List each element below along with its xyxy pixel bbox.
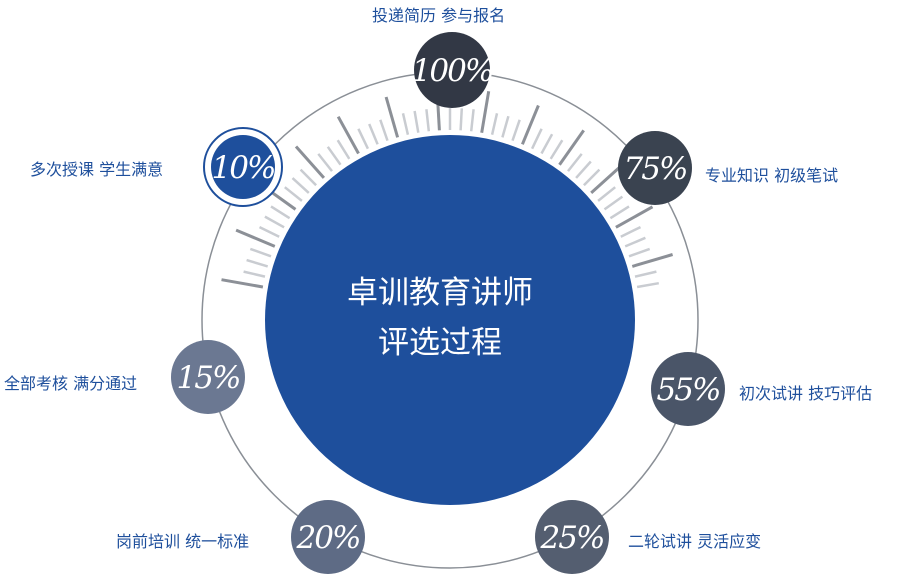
tick-mark xyxy=(235,228,276,248)
node-percent: 100% xyxy=(412,53,493,89)
tick-mark xyxy=(294,145,326,179)
tick-mark xyxy=(603,195,624,211)
node-disc xyxy=(291,500,365,574)
tick-mark xyxy=(480,90,491,133)
step-node-assess: 15% xyxy=(171,340,245,414)
tick-mark xyxy=(270,205,291,220)
tick-mark xyxy=(583,168,601,187)
tick-mark xyxy=(336,115,360,155)
node-disc xyxy=(211,135,275,199)
tick-mark xyxy=(540,133,554,155)
node-percent: 20% xyxy=(296,520,360,556)
tick-mark xyxy=(558,129,585,166)
label-second: 二轮试讲 灵活应变 xyxy=(628,532,762,551)
tick-mark xyxy=(291,177,310,194)
tick-mark xyxy=(624,236,646,248)
tick-mark xyxy=(379,119,389,142)
label-assess: 全部考核 满分通过 xyxy=(4,374,138,393)
node-percent: 25% xyxy=(540,520,604,556)
node-percent: 10% xyxy=(212,150,275,186)
tick-mark xyxy=(459,108,464,131)
tick-mark xyxy=(317,153,333,172)
tick-mark xyxy=(368,123,379,145)
tick-mark xyxy=(511,119,521,142)
tick-mark xyxy=(590,163,624,195)
tick-mark xyxy=(384,96,400,138)
node-disc xyxy=(535,500,609,574)
tick-mark xyxy=(357,128,370,150)
node-disc xyxy=(414,32,490,108)
tick-mark xyxy=(326,146,342,166)
tick-mark xyxy=(530,128,543,150)
step-node-signup: 100% xyxy=(412,32,495,108)
tick-mark xyxy=(469,109,475,132)
tick-mark xyxy=(620,225,642,238)
label-standard: 岗前培训 统一标准 xyxy=(116,532,250,551)
node-percent: 75% xyxy=(624,151,687,187)
tick-mark xyxy=(284,186,303,202)
tick-mark xyxy=(636,281,660,289)
tick-mark xyxy=(490,113,499,135)
tick-mark xyxy=(634,270,657,278)
node-disc xyxy=(618,131,692,205)
step-node-standard: 20% xyxy=(291,500,365,574)
step-node-second: 25% xyxy=(535,500,609,574)
label-signup: 投递简历 参与报名 xyxy=(372,6,506,25)
tick-mark xyxy=(425,109,431,132)
tick-mark xyxy=(413,110,420,133)
tick-mark xyxy=(597,186,616,202)
tick-mark xyxy=(609,205,630,220)
step-node-exam: 75% xyxy=(618,131,692,205)
label-exam: 专业知识 初级笔试 xyxy=(705,166,839,185)
tick-mark xyxy=(628,247,651,258)
tick-mark xyxy=(501,115,510,138)
tick-mark xyxy=(549,139,564,160)
tick-mark xyxy=(631,253,674,268)
center-title: 卓训教育讲师 评选过程 xyxy=(270,268,610,368)
tick-marks xyxy=(221,88,674,289)
tick-mark xyxy=(243,270,266,278)
step-node-trial: 55% xyxy=(651,352,725,426)
tick-mark xyxy=(615,205,654,229)
node-disc xyxy=(651,352,725,426)
tick-mark xyxy=(575,160,592,179)
tick-mark xyxy=(221,278,264,289)
tick-mark xyxy=(521,104,540,145)
node-percent: 55% xyxy=(657,372,720,408)
label-teach: 多次授课 学生满意 xyxy=(30,160,164,179)
tick-mark xyxy=(567,153,583,172)
node-disc xyxy=(171,340,245,414)
label-trial: 初次试讲 技巧评估 xyxy=(739,384,873,403)
tick-mark xyxy=(249,247,272,258)
tick-mark xyxy=(401,113,410,135)
node-percent: 15% xyxy=(177,360,240,396)
center-title-line2: 评选过程 xyxy=(378,325,502,361)
tick-mark xyxy=(246,258,269,268)
step-nodes: 100% 75% 55% 25% 20% 15% 10% xyxy=(171,32,725,574)
center-title-line1: 卓训教育讲师 xyxy=(347,275,533,311)
step-node-teach: 10% xyxy=(203,127,283,207)
tick-mark xyxy=(264,215,285,229)
tick-mark xyxy=(336,139,351,160)
tick-mark xyxy=(299,168,317,187)
center-disc xyxy=(265,135,635,505)
tick-mark xyxy=(258,225,280,238)
